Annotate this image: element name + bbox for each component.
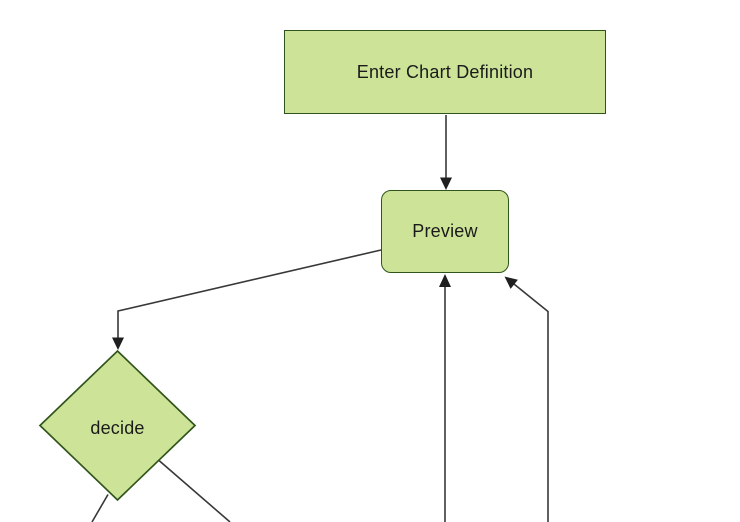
node-preview-label: Preview <box>412 221 478 241</box>
arrowhead-preview-top <box>440 177 452 190</box>
edge-bottom-right-to-preview <box>512 282 549 522</box>
edge-preview-to-decide <box>117 249 382 338</box>
node-preview[interactable]: Preview <box>381 190 509 273</box>
arrowhead-preview-bottom-right <box>504 276 518 289</box>
decide-diamond-shape <box>38 349 197 502</box>
arrowhead-preview-bottom <box>439 274 451 287</box>
node-enter-chart-definition[interactable]: Enter Chart Definition <box>284 30 606 114</box>
node-decide-label: decide <box>90 418 145 438</box>
node-enter-chart-definition-label: Enter Chart Definition <box>356 61 534 82</box>
node-decide[interactable]: decide <box>38 349 197 502</box>
